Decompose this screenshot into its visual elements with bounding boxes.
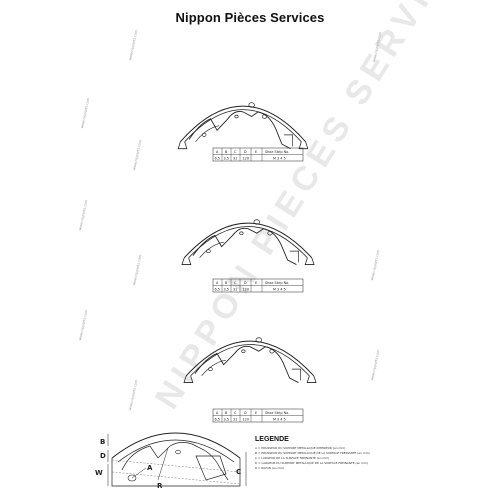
spec-value: 31	[233, 418, 237, 422]
legend-item: R = RAYON (en mm)	[255, 465, 285, 470]
spec-value: 120	[243, 288, 249, 292]
spec-header: B	[225, 150, 228, 154]
spec-value: M 3 4 5	[273, 288, 286, 292]
spec-header: C	[234, 281, 237, 285]
spec-header: D	[244, 411, 247, 415]
label-c: C	[236, 468, 241, 476]
legend-item: C = LARGEUR DE LA SURFACE FREINANTE (en …	[255, 455, 330, 460]
spec-value: 6,5	[215, 157, 220, 161]
legend-list: A = EPAISSEUR DU SUPPORT METALLIQUE INTE…	[255, 446, 370, 471]
spec-value: 6,5	[215, 288, 220, 292]
spec-table-3: A B C D E Shoe Strip No. 6,5 3,5 31 120 …	[212, 408, 304, 423]
legend-item: D = LARGEUR DU SUPPORT METALLIQUE DE LA …	[255, 460, 368, 465]
legend-item: B = EPAISSEUR DU SUPPORT METALLIQUE DE L…	[255, 450, 370, 455]
dimension-diagram: B D W A R C	[95, 432, 247, 490]
spec-value: 3,5	[224, 288, 229, 292]
spec-header: Shoe Strip No.	[265, 281, 289, 285]
spec-header: A	[216, 411, 219, 415]
spec-header: C	[234, 411, 237, 415]
spec-value: 31	[233, 157, 237, 161]
spec-value: M 3 4 5	[273, 157, 286, 161]
spec-table-2: A B C D E Shoe Strip No. 6,5 3,5 31 120 …	[212, 278, 304, 293]
page-title: Nippon Pièces Services	[175, 10, 325, 25]
label-r: R	[157, 482, 163, 490]
spec-header: B	[225, 411, 228, 415]
spec-value: 3,5	[224, 418, 229, 422]
label-d: D	[100, 452, 106, 460]
legend-item: A = EPAISSEUR DU SUPPORT METALLIQUE INTE…	[255, 446, 346, 450]
label-a: A	[147, 464, 153, 472]
brake-shoe-drawing-3	[183, 337, 317, 384]
spec-header: Shoe Strip No.	[265, 150, 289, 154]
spec-value: 3,5	[224, 157, 229, 161]
brake-shoe-drawing-2	[181, 219, 315, 266]
spec-table-1: A B C D E Shoe Strip No. 6,5 3,5 31 120 …	[212, 147, 304, 162]
spec-header: B	[225, 281, 228, 285]
spec-value: 6,5	[215, 418, 220, 422]
spec-value: 31	[233, 288, 237, 292]
spec-header: A	[216, 281, 219, 285]
spec-header: Shoe Strip No.	[265, 411, 289, 415]
spec-header: D	[244, 150, 247, 154]
spec-header: C	[234, 150, 237, 154]
spec-value: 120	[243, 418, 249, 422]
spec-header: E	[255, 150, 257, 154]
spec-value: 120	[243, 157, 249, 161]
label-b: B	[100, 438, 105, 446]
brake-shoe-drawing-1	[177, 102, 309, 150]
spec-header: D	[244, 281, 247, 285]
spec-header: A	[216, 150, 219, 154]
spec-header: E	[255, 411, 257, 415]
legend-title: LEGENDE	[255, 436, 289, 443]
spec-value: M 3 4 5	[273, 418, 286, 422]
label-w: W	[95, 469, 103, 477]
spec-header: E	[255, 281, 257, 285]
